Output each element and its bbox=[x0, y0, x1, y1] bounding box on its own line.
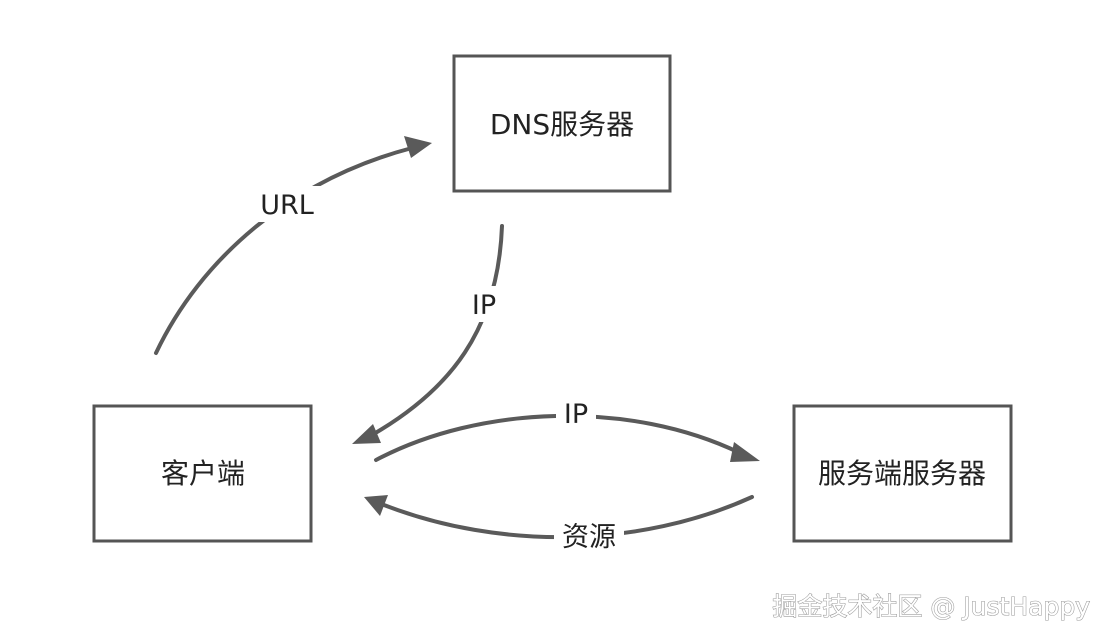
edge-resource-label-bg bbox=[554, 518, 624, 554]
edge-ip-to-server-label: IP bbox=[564, 399, 588, 430]
edge-ip-to-server bbox=[374, 413, 760, 462]
node-client-box bbox=[92, 404, 313, 543]
edge-url-label-bg bbox=[250, 186, 324, 222]
edge-ip-from-dns-label: IP bbox=[472, 290, 496, 321]
edge-ip-from-dns-line bbox=[370, 224, 504, 437]
edge-url-label: URL bbox=[260, 190, 314, 221]
edge-ip-to-server-label-bg bbox=[556, 395, 596, 431]
node-dns-server: DNS服务器 bbox=[452, 54, 672, 193]
node-backend-server-label: 服务端服务器 bbox=[818, 457, 986, 490]
node-dns-server-box bbox=[452, 54, 672, 193]
edge-ip-to-server-line bbox=[374, 413, 742, 462]
edge-resource-arrowhead bbox=[364, 495, 388, 516]
edge-ip-to-server-arrowhead bbox=[730, 442, 760, 462]
edge-ip-from-dns-label-bg bbox=[464, 286, 504, 322]
node-backend-server-box bbox=[792, 404, 1013, 543]
edge-url-arrowhead bbox=[404, 136, 432, 158]
edge-url-line bbox=[154, 146, 414, 355]
node-dns-server-label: DNS服务器 bbox=[490, 108, 634, 141]
node-backend-server: 服务端服务器 bbox=[792, 404, 1013, 543]
node-client-label: 客户端 bbox=[161, 457, 245, 490]
edge-resource-label: 资源 bbox=[562, 522, 616, 553]
edge-url bbox=[154, 136, 432, 355]
watermark-text: 掘金技术社区 @ JustHappy bbox=[772, 592, 1090, 621]
edge-ip-from-dns-arrowhead bbox=[352, 424, 381, 444]
node-client: 客户端 bbox=[92, 404, 313, 543]
edge-ip-from-dns bbox=[352, 224, 504, 444]
